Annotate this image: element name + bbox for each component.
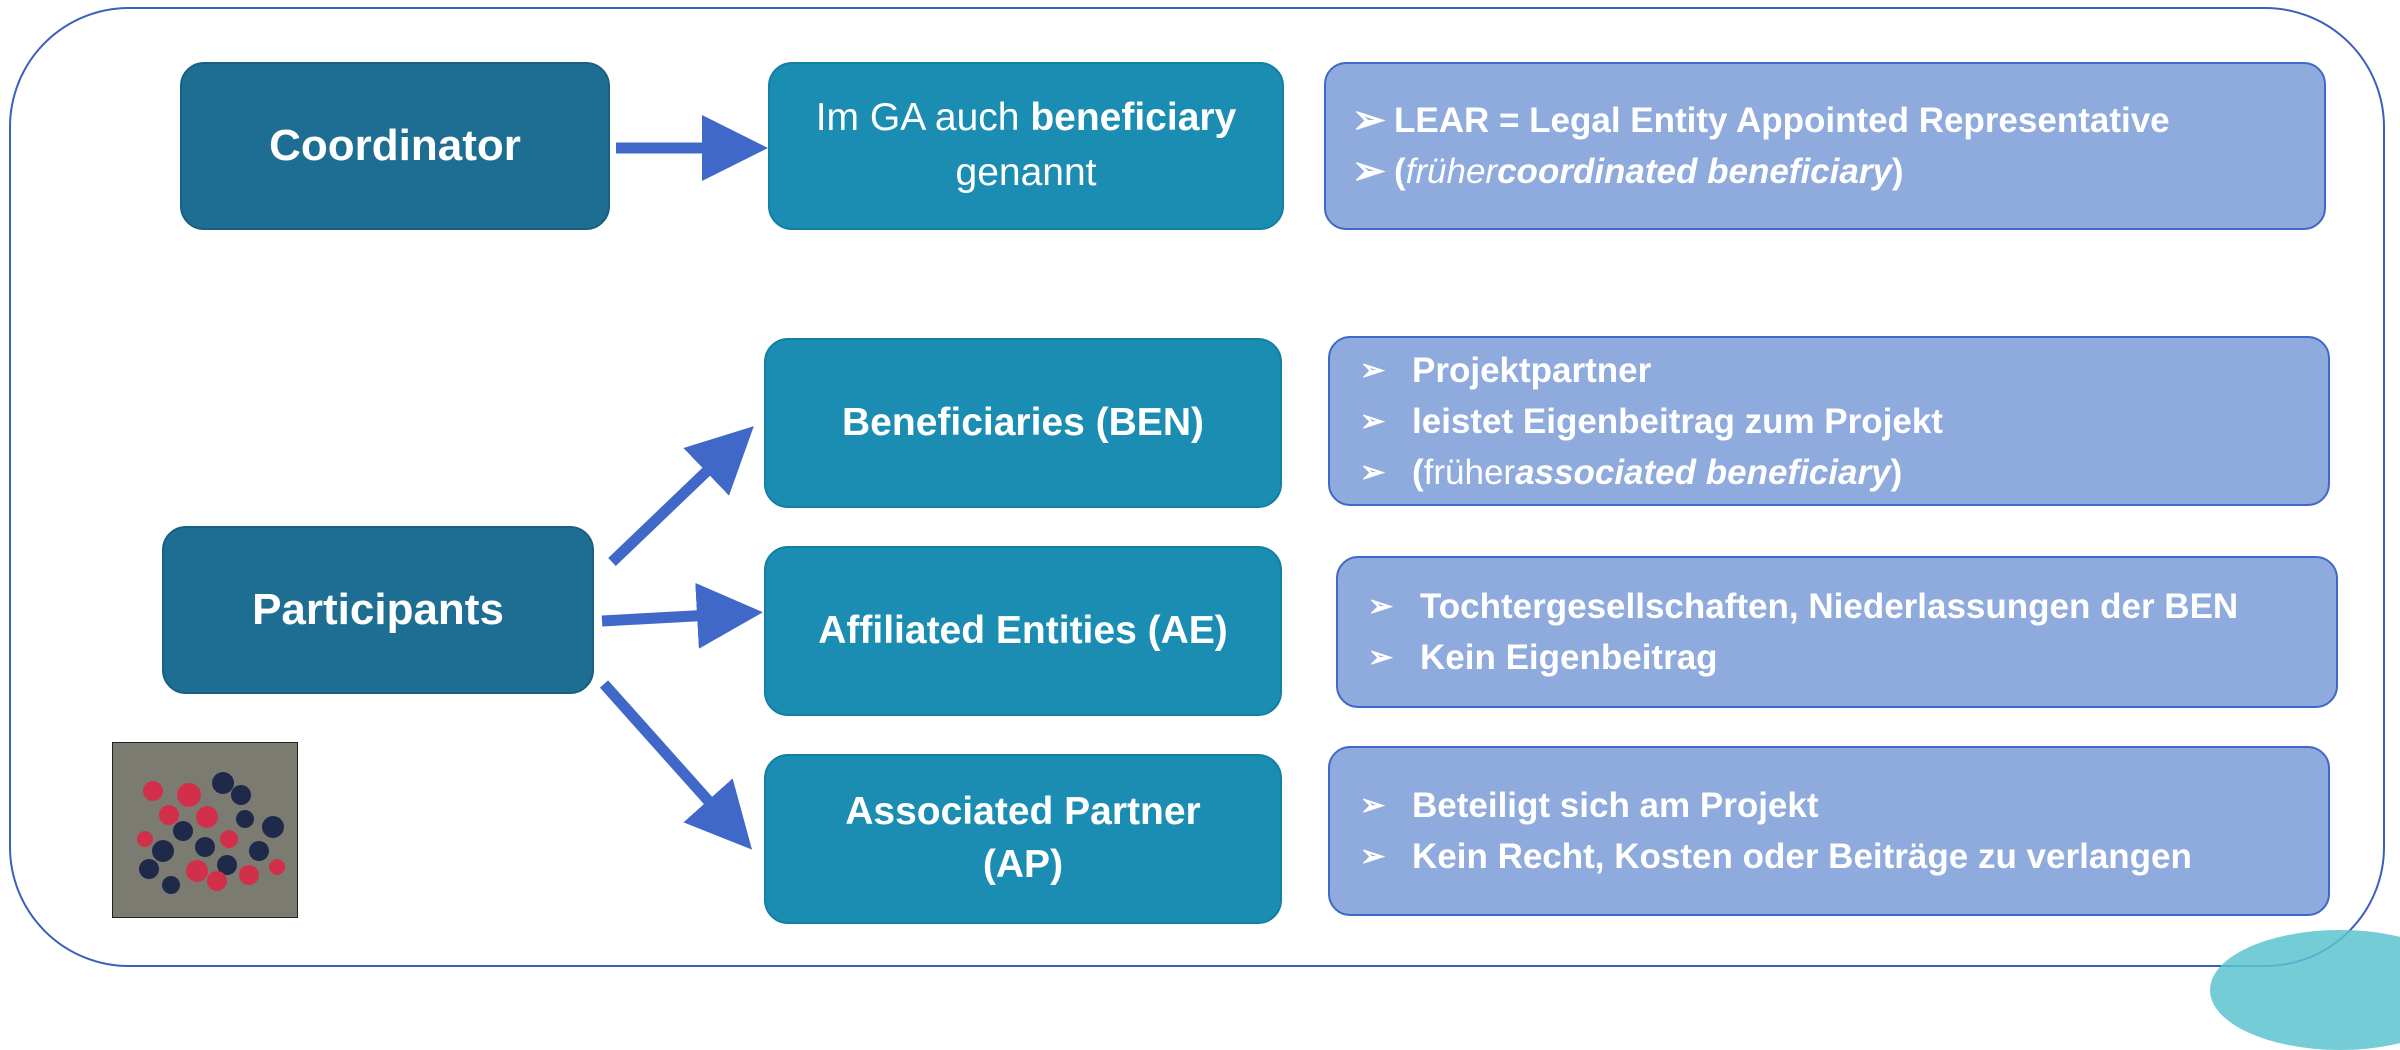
ga-beneficiary-text: Im GA auch beneficiary genannt [816, 91, 1237, 200]
beneficiaries-list: ➢ Projektpartner ➢ leistet Eigenbeitrag … [1360, 345, 1943, 498]
beneficiaries-box: Beneficiaries (BEN) [764, 338, 1282, 508]
list-item: ➢ Tochtergesellschaften, Niederlassungen… [1368, 581, 2238, 632]
ap-label-line1: Associated Partner [845, 790, 1201, 834]
list-item: ➢ (früher coordinated beneficiary) [1352, 146, 2170, 197]
ap-item2: Kein Recht, Kosten oder Beiträge zu verl… [1412, 837, 2192, 876]
ae-item1: Tochtergesellschaften, Niederlassungen d… [1420, 587, 2239, 626]
lear-line1: LEAR = Legal Entity Appointed Representa… [1394, 101, 2170, 140]
arrowhead-bullet-icon: ➢ [1352, 98, 1386, 142]
affiliated-entities-label: Affiliated Entities (AE) [818, 608, 1228, 652]
arrow-participants-ae [601, 582, 763, 649]
beneficiaries-label: Beneficiaries (BEN) [842, 400, 1204, 444]
affiliated-entities-box: Affiliated Entities (AE) [764, 546, 1282, 716]
beneficiaries-bullets-box: ➢ Projektpartner ➢ leistet Eigenbeitrag … [1328, 336, 2330, 506]
coordinator-box: Coordinator [180, 62, 610, 230]
arrow-participants-ap [599, 680, 752, 850]
coordinator-label: Coordinator [269, 121, 521, 170]
arrowhead-bullet-icon: ➢ [1368, 590, 1394, 623]
connector-arrows [599, 115, 768, 850]
ga-text-suffix: genannt [955, 151, 1097, 194]
lear-line2-open: ( [1394, 152, 1406, 191]
arrowhead-bullet-icon: ➢ [1368, 641, 1394, 674]
affiliated-list: ➢ Tochtergesellschaften, Niederlassungen… [1368, 581, 2238, 683]
affiliated-bullets-box: ➢ Tochtergesellschaften, Niederlassungen… [1336, 556, 2338, 708]
lear-box: ➢ LEAR = Legal Entity Appointed Represen… [1324, 62, 2326, 230]
lear-line2-italic: früher [1405, 152, 1498, 191]
arrowhead-bullet-icon: ➢ [1360, 353, 1386, 387]
arrowhead-bullet-icon: ➢ [1360, 455, 1386, 489]
ga-text-bold: beneficiary [1030, 96, 1237, 140]
participants-label: Participants [252, 585, 504, 634]
ga-text-prefix: Im GA auch [815, 96, 1031, 140]
list-item: ➢ Kein Recht, Kosten oder Beiträge zu ve… [1360, 831, 2192, 882]
associated-list: ➢ Beteiligt sich am Projekt ➢ Kein Recht… [1360, 780, 2192, 882]
list-item: ➢ Kein Eigenbeitrag [1368, 632, 2238, 683]
ben-item3-open: ( [1412, 452, 1424, 492]
berries-illustration [113, 743, 297, 917]
list-item: ➢ Beteiligt sich am Projekt [1360, 780, 2192, 831]
slide-frame [9, 7, 2385, 967]
ben-item3-normal: früher [1423, 452, 1516, 492]
lear-line2-close: ) [1891, 152, 1904, 191]
ben-item1: Projektpartner [1412, 350, 1652, 390]
list-item: ➢ leistet Eigenbeitrag zum Projekt [1360, 396, 1943, 447]
ben-item2: leistet Eigenbeitrag zum Projekt [1412, 401, 1943, 441]
ap-label-line2: (AP) [982, 843, 1064, 886]
ga-beneficiary-box: Im GA auch beneficiary genannt [768, 62, 1284, 230]
associated-partner-label: Associated Partner (AP) [845, 786, 1200, 891]
associated-partner-box: Associated Partner (AP) [764, 754, 1282, 924]
lear-list: ➢ LEAR = Legal Entity Appointed Represen… [1352, 95, 2170, 197]
list-item: ➢ (früher associated beneficiary) [1360, 447, 1943, 498]
ae-item2: Kein Eigenbeitrag [1420, 638, 1718, 677]
arrowhead-bullet-icon: ➢ [1360, 404, 1386, 438]
ben-item3-close: ) [1890, 452, 1903, 492]
arrow-participants-ben [608, 426, 754, 566]
list-item: ➢ Projektpartner [1360, 345, 1943, 396]
arrowhead-bullet-icon: ➢ [1352, 149, 1386, 193]
arrowhead-bullet-icon: ➢ [1360, 789, 1386, 822]
lear-line2-bold-italic: coordinated beneficiary [1497, 152, 1892, 191]
ben-item3-bold-italic: associated beneficiary [1515, 452, 1891, 492]
arrowhead-bullet-icon: ➢ [1360, 840, 1386, 873]
ap-item1: Beteiligt sich am Projekt [1412, 786, 1819, 825]
associated-bullets-box: ➢ Beteiligt sich am Projekt ➢ Kein Recht… [1328, 746, 2330, 916]
list-item: ➢ LEAR = Legal Entity Appointed Represen… [1352, 95, 2170, 146]
berries-photo [112, 742, 298, 918]
participants-box: Participants [162, 526, 594, 694]
